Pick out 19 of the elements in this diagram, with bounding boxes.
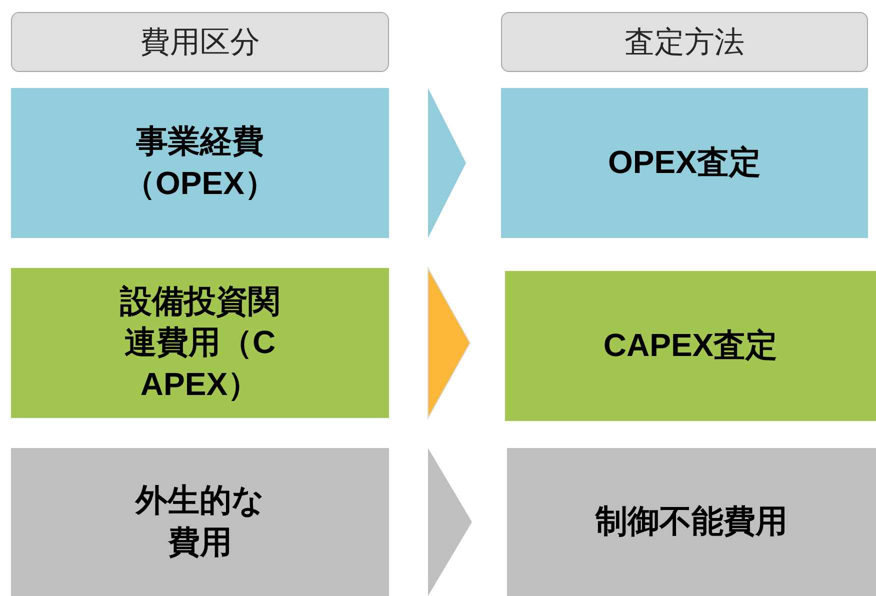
chevron-arrow (428, 266, 471, 420)
header-text: 費用区分 (140, 24, 260, 60)
category-text: CAPEX査定 (603, 326, 778, 366)
category-box (11, 268, 389, 418)
category-text: OPEX査定 (608, 143, 761, 182)
category-text: 制御不能費用 (596, 502, 788, 542)
header-text: 査定方法 (624, 24, 744, 60)
category-text: 事業経費（OPEX） (122, 122, 278, 203)
category-box (11, 88, 389, 238)
category-text: 設備投資関連費用（CAPEX） (118, 282, 281, 404)
header-box (501, 12, 868, 72)
category-box (501, 88, 868, 238)
category-box (11, 448, 389, 596)
chevron-arrow (428, 88, 466, 238)
category-box (507, 448, 876, 596)
category-box (505, 271, 876, 421)
chevron-arrow (428, 448, 472, 596)
category-text: 外生的な費用 (134, 481, 266, 562)
header-box (11, 12, 389, 72)
